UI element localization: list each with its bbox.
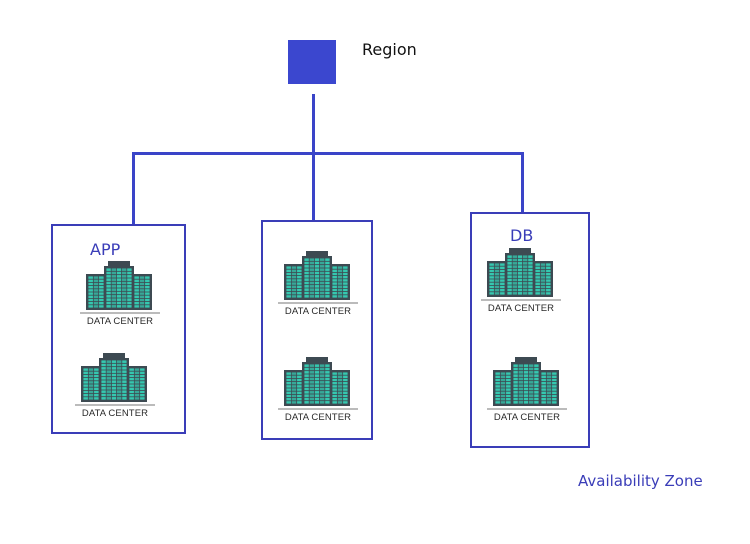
region-node: [288, 40, 336, 84]
data-center-label: DATA CENTER: [493, 412, 561, 423]
data-center-icon: DATA CENTER: [272, 352, 364, 426]
data-center-label: DATA CENTER: [487, 303, 555, 314]
connector-line-zone-3: [521, 152, 524, 214]
data-center-label: DATA CENTER: [284, 306, 352, 317]
data-center-label: DATA CENTER: [86, 316, 154, 327]
zone-label-app: APP: [90, 240, 121, 259]
data-center-label: DATA CENTER: [81, 408, 149, 419]
connector-line-zone-2: [312, 152, 315, 222]
connector-line-zone-1: [132, 152, 135, 226]
region-stem-line: [312, 94, 315, 154]
horizontal-bus-line: [132, 152, 524, 155]
data-center-icon: DATA CENTER: [272, 246, 364, 320]
region-label: Region: [362, 40, 417, 59]
data-center-label: DATA CENTER: [284, 412, 352, 423]
data-center-icon: DATA CENTER: [475, 243, 567, 317]
data-center-icon: DATA CENTER: [481, 352, 573, 426]
availability-zone-caption: Availability Zone: [578, 472, 703, 490]
data-center-icon: DATA CENTER: [69, 348, 161, 422]
data-center-icon: DATA CENTER: [74, 256, 166, 330]
zone-label-db: DB: [510, 226, 534, 245]
